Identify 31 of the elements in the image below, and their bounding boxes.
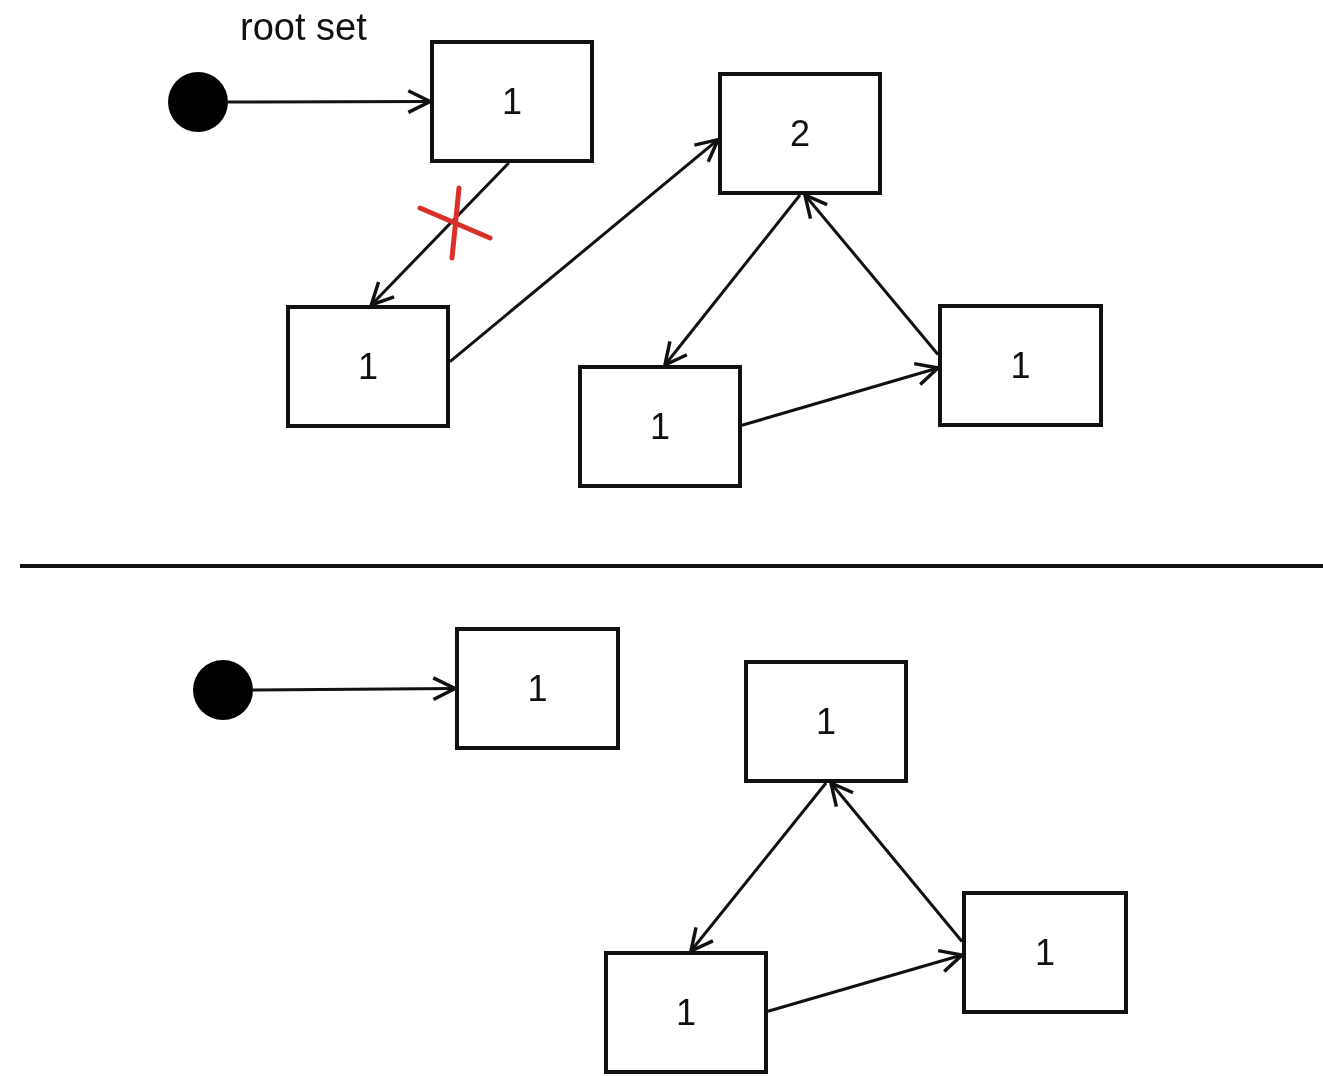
reference-count: 1 [527,667,548,710]
root-dot [168,72,228,132]
arrow [689,782,828,953]
object-box [962,891,1128,1014]
object-box [578,365,742,488]
root-label: root set [240,6,367,49]
root-dot [193,660,253,720]
object-box [455,627,620,750]
reference-count: 1 [1010,344,1031,387]
object-box [604,951,768,1074]
arrow [369,161,510,307]
reference-count: 1 [676,991,696,1034]
object-box [286,305,450,428]
reference-count: 1 [502,80,522,123]
arrow [253,676,457,702]
arrow [829,781,964,943]
arrow [803,193,940,356]
reference-count: 1 [1035,931,1055,974]
object-box [430,40,594,163]
object-box [938,304,1103,427]
reference-count: 1 [358,345,378,388]
arrow [663,194,802,367]
reference-count: 1 [650,405,670,448]
object-box [744,660,908,783]
arrow [767,948,964,1013]
reference-count: 1 [816,700,836,743]
arrow [449,137,720,363]
object-box [718,72,882,195]
reference-count: 2 [790,112,810,155]
arrow [228,89,432,115]
arrow [741,361,940,427]
